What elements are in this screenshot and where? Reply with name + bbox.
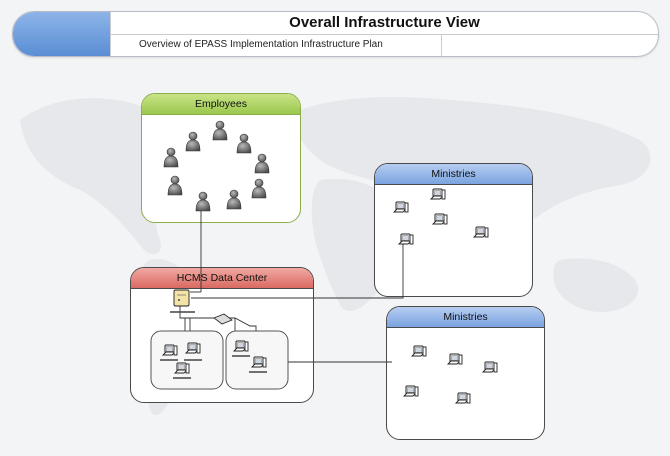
ministries-group-top: Ministries xyxy=(374,163,533,297)
person-icon xyxy=(185,131,201,152)
computer-icon xyxy=(473,226,489,238)
data-center-internals xyxy=(150,289,289,390)
ministries-group-bottom: Ministries xyxy=(386,306,545,440)
person-icon xyxy=(167,175,183,196)
computer-icon xyxy=(185,342,201,354)
computer-icon xyxy=(403,385,419,397)
person-icon xyxy=(236,133,252,154)
page-title: Overall Infrastructure View xyxy=(289,14,480,31)
employees-group-label: Employees xyxy=(142,94,300,115)
header-accent-tab xyxy=(13,12,110,56)
computer-icon xyxy=(482,361,498,373)
data-center-group-label: HCMS Data Center xyxy=(131,268,313,289)
switch-icon xyxy=(213,313,233,325)
computer-icon xyxy=(455,392,471,404)
computer-icon xyxy=(393,201,409,213)
person-icon xyxy=(212,120,228,141)
computer-icon xyxy=(430,188,446,200)
computer-icon xyxy=(447,353,463,365)
person-icon xyxy=(251,178,267,199)
ministries-group-top-label: Ministries xyxy=(375,164,532,185)
computer-icon xyxy=(432,213,448,225)
person-icon xyxy=(226,189,242,210)
server-icon xyxy=(173,289,190,307)
header-divider xyxy=(441,34,442,56)
ministries-top-computers xyxy=(393,188,489,245)
computer-icon xyxy=(233,340,249,352)
diagram-header: Overall Infrastructure View Overview of … xyxy=(12,11,659,57)
computer-icon xyxy=(251,356,267,368)
employee-people xyxy=(163,120,270,212)
computer-icon xyxy=(398,233,414,245)
computer-icon xyxy=(162,344,178,356)
person-icon xyxy=(195,191,211,212)
computer-icon xyxy=(174,362,190,374)
ministries-group-bottom-label: Ministries xyxy=(387,307,544,328)
header-divider xyxy=(110,34,658,35)
person-icon xyxy=(163,147,179,168)
page-subtitle: Overview of EPASS Implementation Infrast… xyxy=(139,39,383,50)
computer-icon xyxy=(411,345,427,357)
ministries-bottom-computers xyxy=(403,345,498,404)
person-icon xyxy=(254,153,270,174)
